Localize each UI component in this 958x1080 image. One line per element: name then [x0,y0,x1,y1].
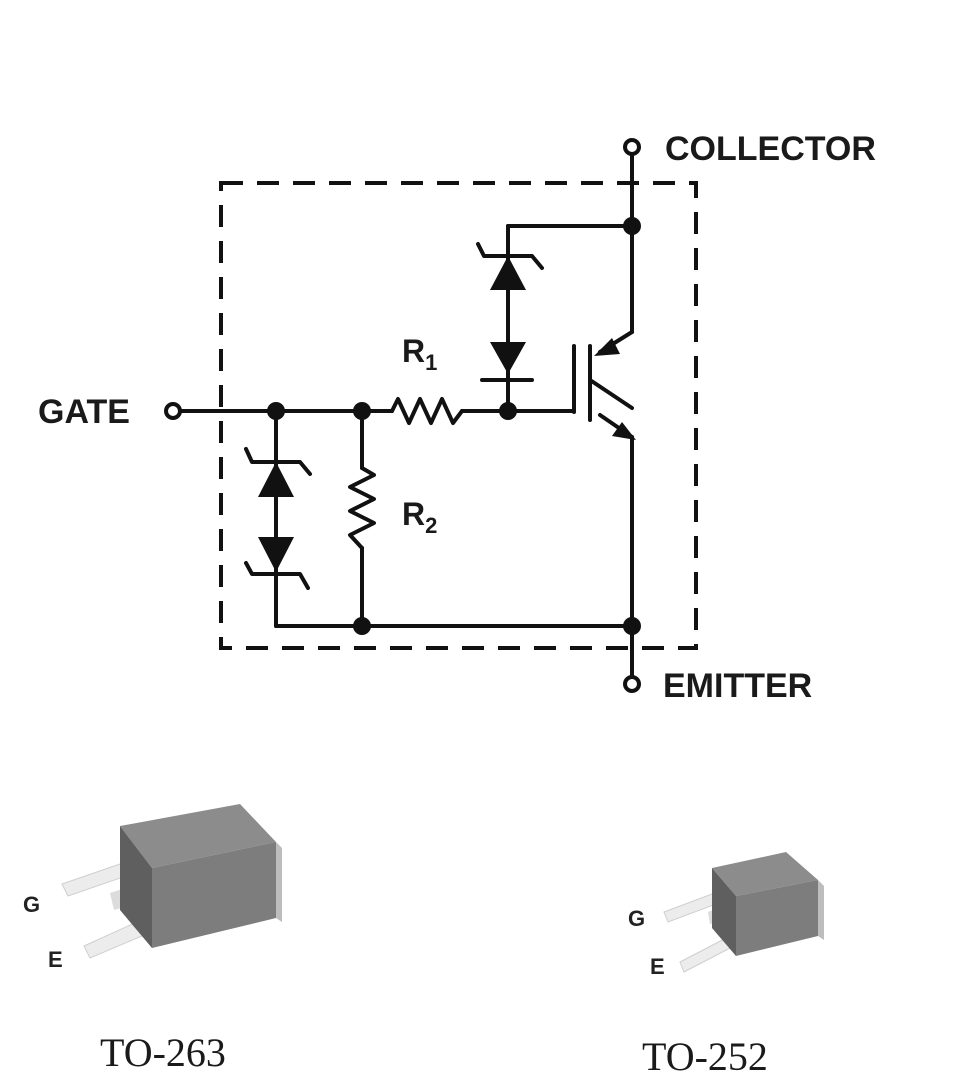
collector-gate-zener-pair [476,224,544,413]
gate-emitter-zener-pair [244,409,312,628]
collector-terminal[interactable] [623,138,641,230]
package-boundary [219,181,698,650]
to263-package-name: TO-263 [100,1030,226,1075]
collector-label: COLLECTOR [665,130,876,168]
to252-package-name: TO-252 [642,1034,768,1079]
to252-package-image [663,852,824,973]
r1-label: R1 [402,333,437,375]
emitter-label: EMITTER [663,667,812,705]
to263-pin-e-label: E [48,947,63,972]
gate-terminal[interactable] [164,402,364,420]
to252-pin-e-label: E [650,954,665,979]
r2-label: R2 [402,496,437,538]
collector-rail [506,224,634,356]
igbt-transistor [506,344,634,422]
emitter-terminal[interactable] [623,624,641,693]
to263-pin-g-label: G [23,892,40,917]
resistor-r2 [348,409,376,628]
to263-package-image [61,804,282,959]
emitter-rail [274,413,636,628]
gate-label: GATE [38,393,130,431]
resistor-r1 [360,397,510,425]
to252-pin-g-label: G [628,906,645,931]
junction-dots [267,217,641,635]
